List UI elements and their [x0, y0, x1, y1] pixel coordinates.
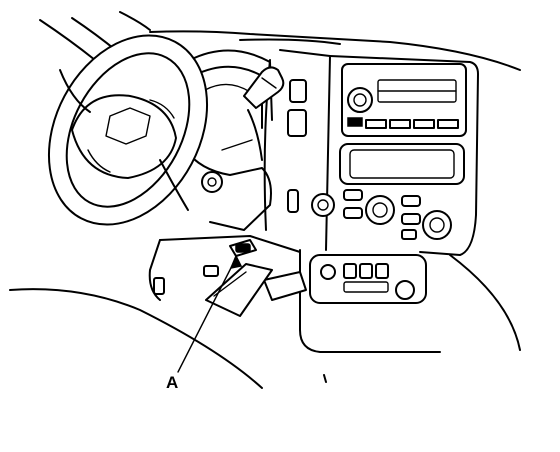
- component-a: [229, 239, 257, 257]
- floor-outline: [9, 288, 327, 389]
- instrument-cluster: [189, 49, 307, 137]
- climate-controls: [287, 189, 452, 240]
- dashboard-top: [149, 30, 521, 71]
- steering-wheel: [47, 34, 209, 226]
- radio-unit: [341, 63, 467, 137]
- steering-column: [185, 139, 272, 231]
- wiper-stalk: [243, 66, 285, 161]
- display-panel: [339, 143, 465, 185]
- callout-label-a: A: [166, 373, 179, 392]
- lower-switch-panel: [309, 254, 427, 304]
- callout-leader-a: [177, 254, 243, 373]
- knee-panel: [148, 235, 307, 301]
